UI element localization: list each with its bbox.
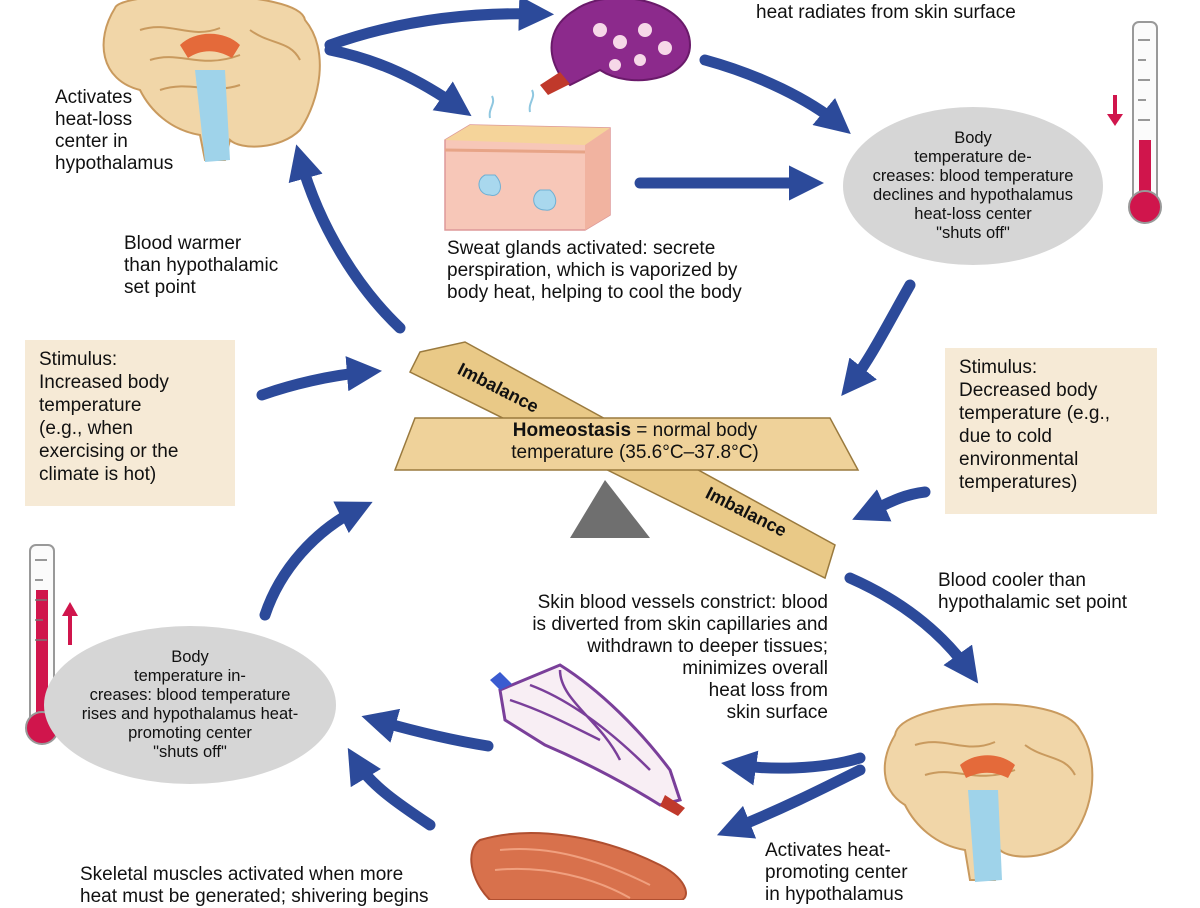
sweat-gland-skin-illustration <box>444 89 611 231</box>
activates-heat-loss-text: Activates heat-loss center in hypothalam… <box>55 87 174 174</box>
brain-top-illustration <box>102 0 321 162</box>
down-arrow-head-icon <box>1107 114 1123 126</box>
stimulus-decreased-box: Stimulus: Decreased body temperature (e.… <box>945 348 1157 514</box>
vessels-constrict-text: Skin blood vessels constrict: blood is d… <box>532 592 828 723</box>
brain-bottom-illustration <box>883 703 1094 882</box>
blood-cooler-text: Blood cooler than hypothalamic set point <box>938 570 1128 613</box>
skeletal-muscles-text: Skeletal muscles activated when more hea… <box>80 864 429 907</box>
homeostasis-range: temperature (35.6°C–37.8°C) <box>511 442 759 463</box>
body-temp-decreases-ellipse: Body temperature de- creases: blood temp… <box>843 107 1103 265</box>
homeostasis-plank <box>393 417 860 471</box>
skeletal-muscle-illustration <box>470 832 687 900</box>
homeostasis-rest: = normal body <box>631 420 758 441</box>
up-arrow-head-icon <box>62 602 78 616</box>
constricted-vessel-illustration <box>490 663 685 816</box>
blood-warmer-text: Blood warmer than hypothalamic set point <box>124 233 279 298</box>
flow-arrows <box>256 0 979 839</box>
body-temp-increases-text: Body temperature in- creases: blood temp… <box>81 648 299 761</box>
thermometer-rising-illustration <box>25 544 59 745</box>
activates-heat-promoting-text: Activates heat- promoting center in hypo… <box>765 840 908 905</box>
homeostasis-bold: Homeostasis <box>512 420 632 441</box>
fulcrum-triangle <box>570 480 650 538</box>
sweat-glands-text: Sweat glands activated: secrete perspira… <box>447 238 742 303</box>
stimulus-increased-box: Stimulus: Increased body temperature (e.… <box>25 340 235 506</box>
body-temp-increases-ellipse: Body temperature in- creases: blood temp… <box>44 626 336 784</box>
thermometer-falling-illustration <box>1128 21 1162 224</box>
heat-radiates-text: heat radiates from skin surface <box>756 2 1016 23</box>
dilated-vessel-illustration <box>540 0 692 95</box>
body-temp-decreases-text: Body temperature de- creases: blood temp… <box>872 129 1074 242</box>
